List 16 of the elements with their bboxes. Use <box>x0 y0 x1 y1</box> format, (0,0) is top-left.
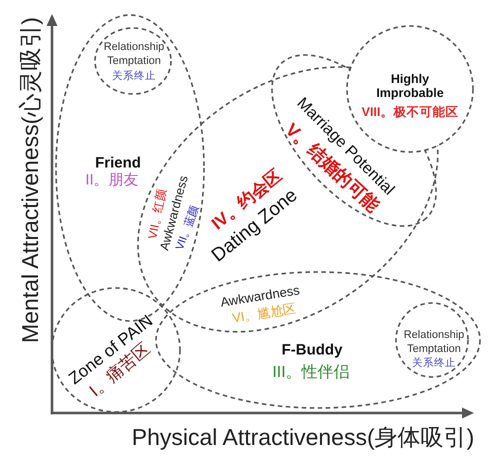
zone-label: Relationship Temptation <box>404 328 464 356</box>
axis-title: Physical Attractiveness(身体吸引) <box>132 424 474 450</box>
dashed-circle <box>396 303 468 377</box>
dashed-ellipse <box>156 272 480 408</box>
dashed-circle <box>95 28 171 94</box>
dashed-circle <box>52 288 180 412</box>
zone-label: II。朋友 <box>85 172 139 188</box>
zone-label: III。性伴侣 <box>272 364 350 382</box>
zone-label: 关系终止 <box>412 357 456 369</box>
zone-label: Relationship Temptation <box>104 40 164 68</box>
zone-label: 关系终止 <box>112 70 156 82</box>
zone-label: VIII。极不可能区 <box>362 105 458 119</box>
axis-title: Mental Attractiveness(心灵吸引) <box>17 17 43 343</box>
zone-label: Highly Improbable <box>376 72 444 100</box>
zone-label: F-Buddy <box>282 342 342 358</box>
zone-label: Friend <box>95 154 141 172</box>
